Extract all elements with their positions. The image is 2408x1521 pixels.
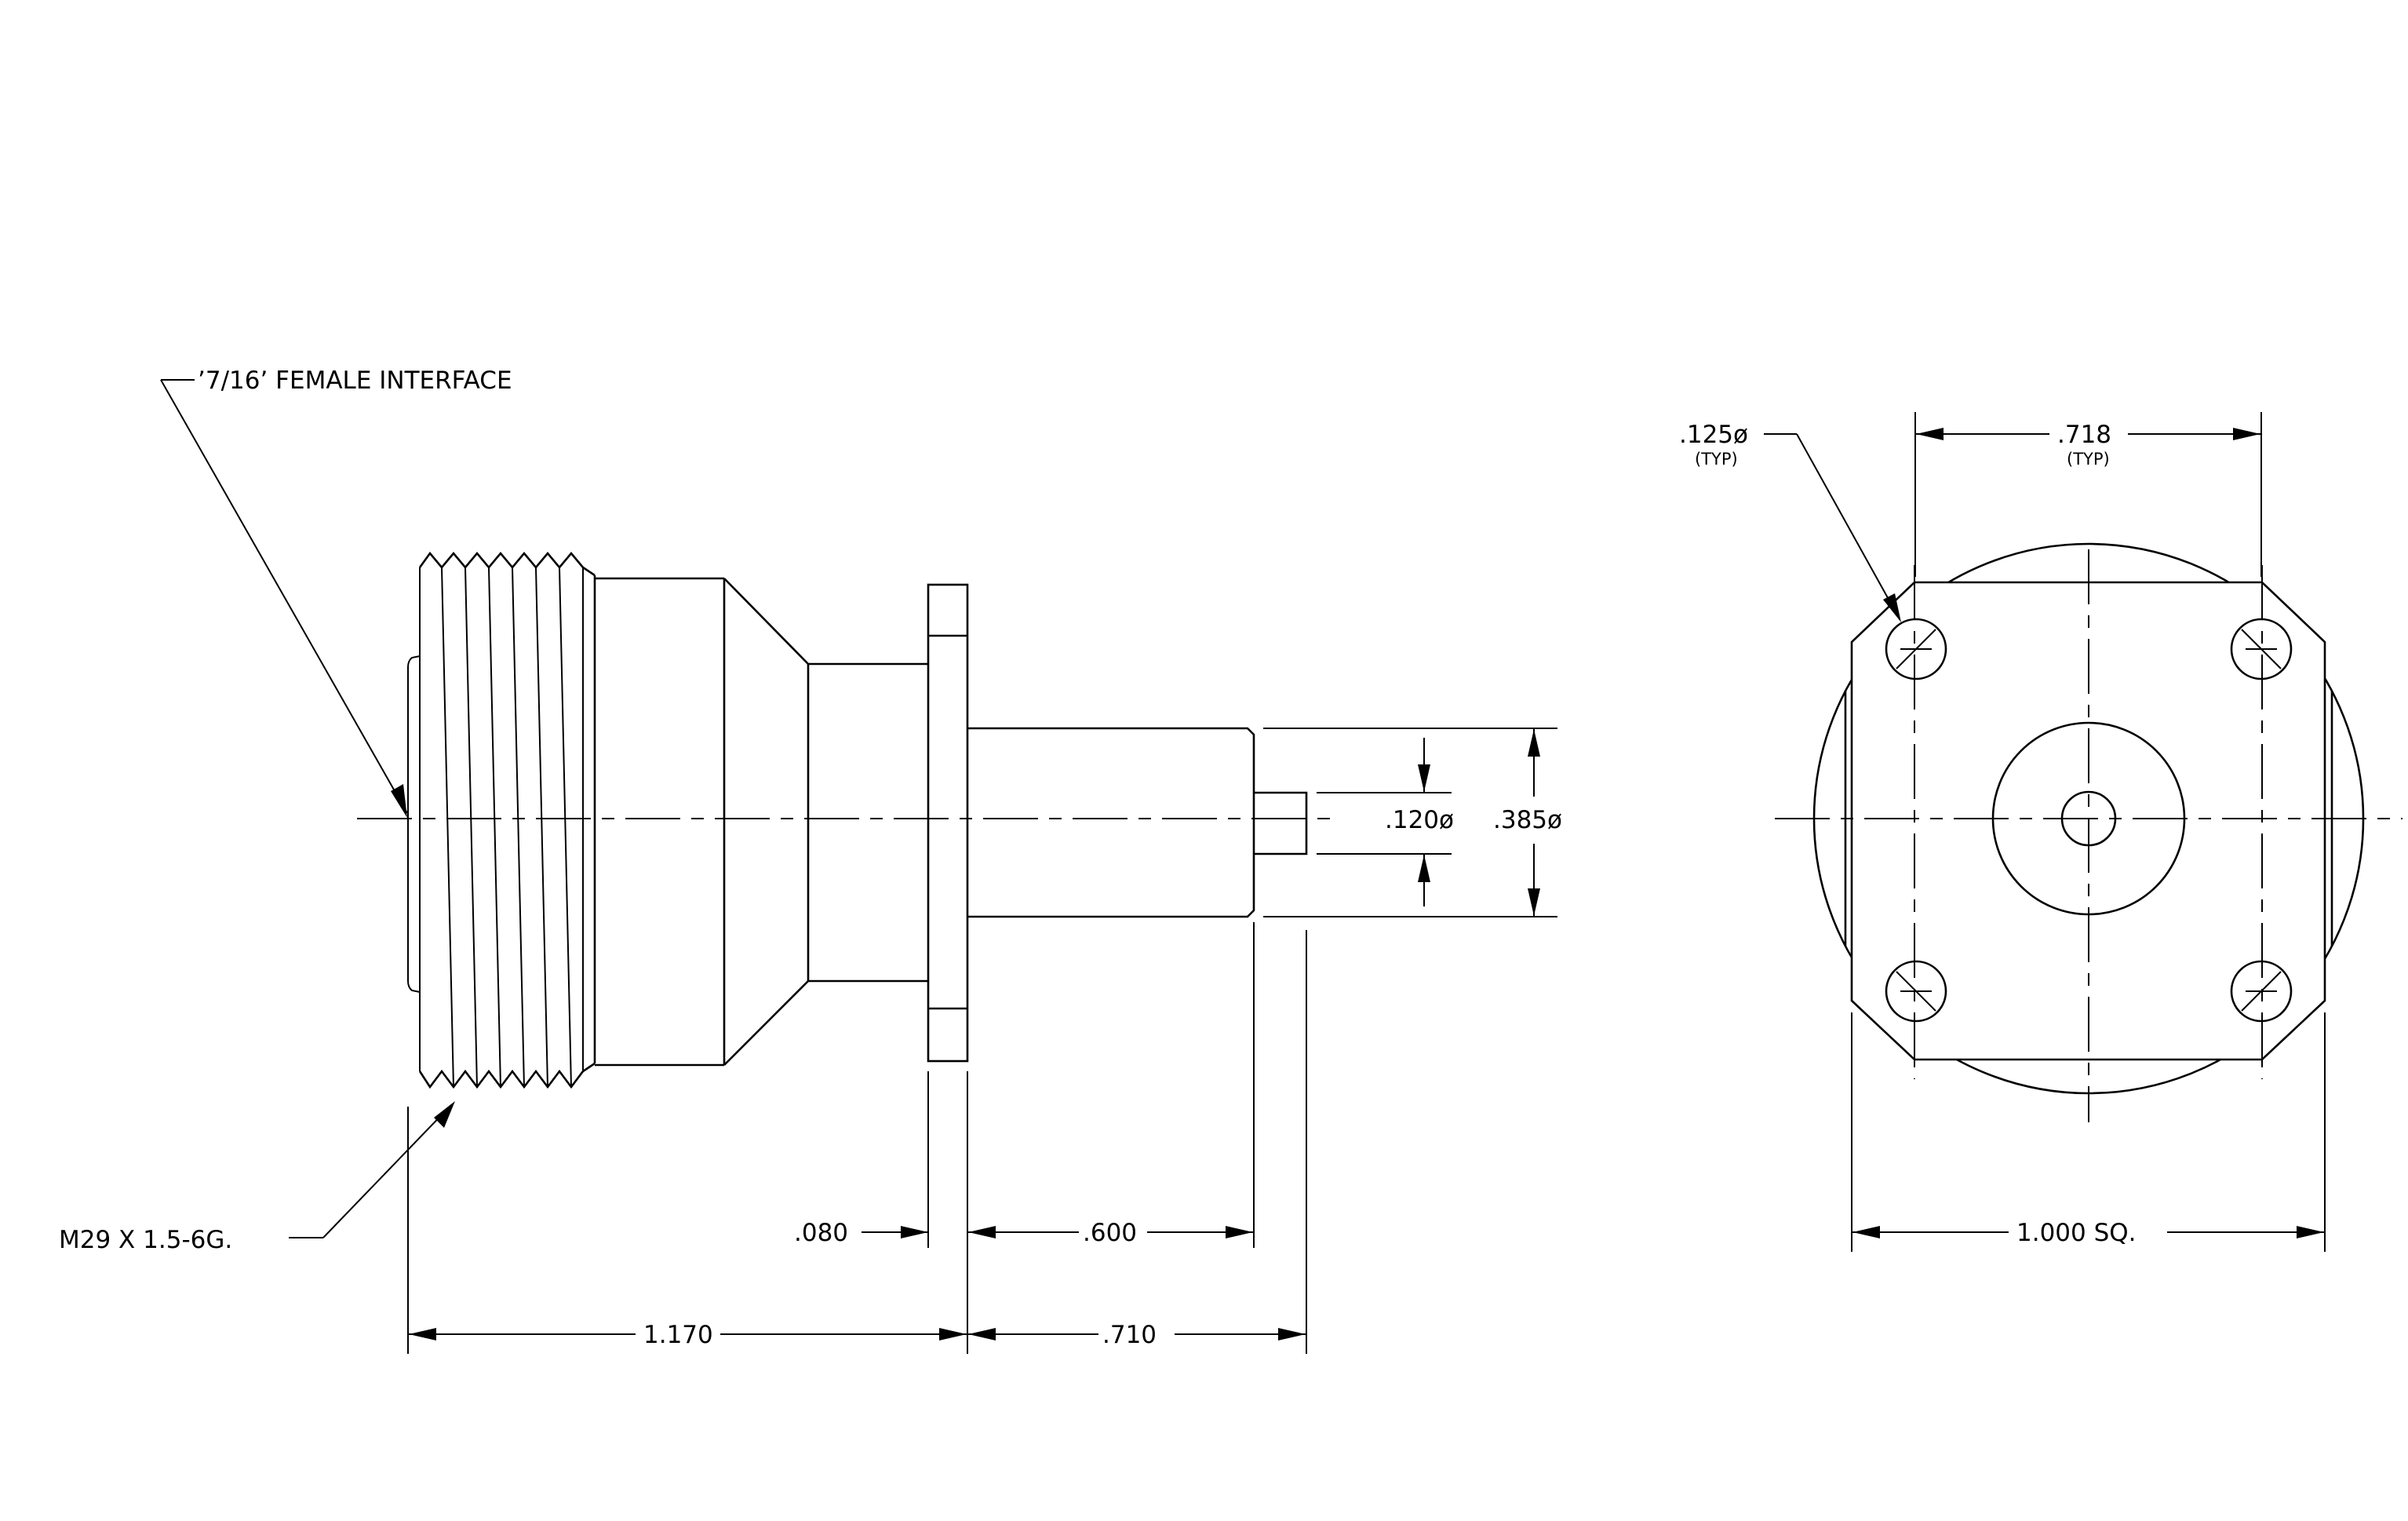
front-view: .125ø (TYP) .718 (TYP) 1.000 SQ.: [1679, 412, 2403, 1252]
mounting-hole: [1885, 618, 1947, 680]
flange: [927, 583, 969, 1063]
center-pin-circle: [2060, 790, 2117, 847]
dim-pin-tip-diameter: .120ø: [1385, 738, 1454, 906]
dielectric-circle: [1991, 721, 2186, 916]
dim-flange-square-text: 1.000 SQ.: [2016, 1219, 2137, 1247]
mounting-holes: [1885, 618, 2293, 1023]
hole-diameter-text: .125ø: [1679, 421, 1748, 449]
dim-pin-tip-diameter-text: .120ø: [1385, 806, 1454, 834]
interface-label: ’7/16’ FEMALE INTERFACE: [198, 367, 512, 395]
dim-pin-diameter: .385ø: [1493, 729, 1562, 916]
dim-hole-spacing-note: (TYP): [2067, 450, 2110, 469]
side-view: ’7/16’ FEMALE INTERFACE M29 X 1.5-6G. .0…: [59, 367, 1562, 1354]
dim-body-length: 1.170: [409, 1321, 967, 1349]
dim-hole-spacing: .718 (TYP): [1914, 412, 2262, 577]
dim-flange-thickness-text: .080: [794, 1219, 848, 1247]
extension-lines: [407, 728, 1557, 1354]
dim-flange-thickness: .080: [794, 1219, 928, 1247]
hole-diameter-callout: .125ø (TYP): [1679, 421, 1901, 622]
threaded-section: [407, 551, 596, 1089]
mounting-hole: [2230, 618, 2293, 680]
interface-callout: ’7/16’ FEMALE INTERFACE: [160, 367, 512, 818]
dim-pin-total-text: .710: [1102, 1321, 1157, 1349]
mounting-hole: [2230, 960, 2293, 1023]
dim-flange-square: 1.000 SQ.: [1851, 1012, 2326, 1252]
dim-pin-length-text: .600: [1083, 1219, 1137, 1247]
dim-pin-length: .600: [968, 1219, 1253, 1247]
center-pin: [967, 727, 1308, 918]
dim-body-length-text: 1.170: [643, 1321, 713, 1349]
dim-pin-diameter-text: .385ø: [1493, 806, 1562, 834]
thread-callout: M29 X 1.5-6G.: [59, 1101, 455, 1254]
body: [595, 577, 928, 1067]
thread-label: M29 X 1.5-6G.: [59, 1226, 232, 1254]
hole-diameter-note: (TYP): [1695, 450, 1738, 469]
dim-pin-total: .710: [968, 1321, 1306, 1349]
dim-hole-spacing-text: .718: [2057, 421, 2111, 449]
mounting-hole: [1885, 960, 1947, 1023]
